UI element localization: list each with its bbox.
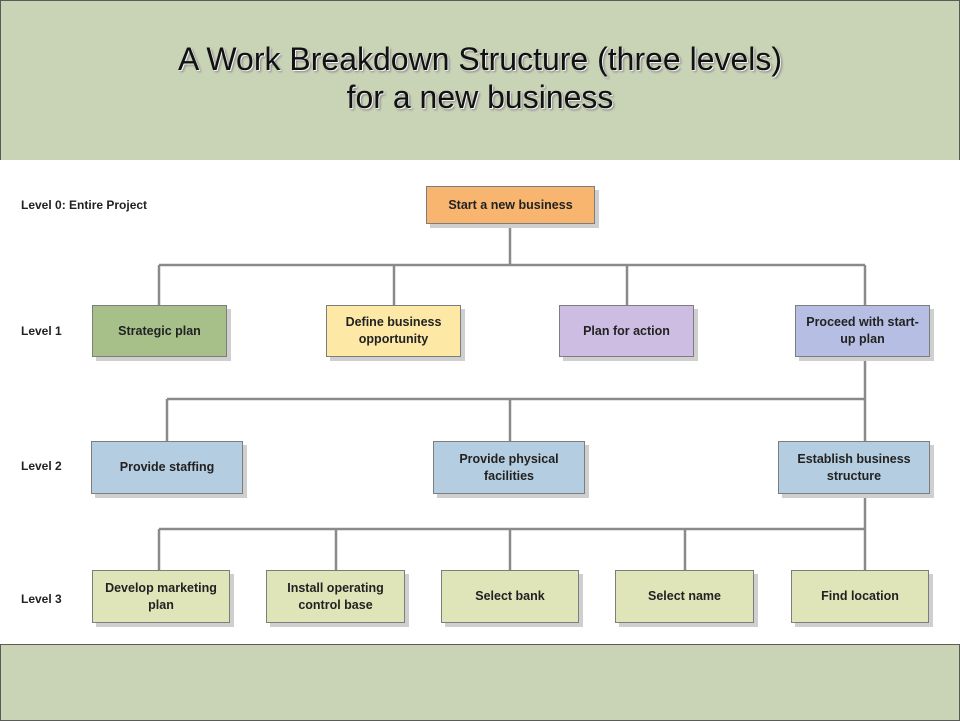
node-define-business-opportunity: Define business opportunity (326, 305, 461, 357)
level-3-label: Level 3 (21, 592, 62, 606)
wbs-diagram: Level 0: Entire Project Level 1 Level 2 … (0, 160, 960, 644)
node-develop-marketing-plan: Develop marketing plan (92, 570, 230, 623)
node-provide-staffing: Provide staffing (91, 441, 243, 494)
title-line-2: for a new business (346, 79, 614, 115)
level-1-label: Level 1 (21, 324, 62, 338)
node-select-bank: Select bank (441, 570, 579, 623)
connector-lines (157, 224, 867, 570)
node-install-operating-control-base: Install operating control base (266, 570, 405, 623)
node-select-name: Select name (615, 570, 754, 623)
title-banner (0, 0, 960, 161)
node-find-location: Find location (791, 570, 929, 623)
level-0-label: Level 0: Entire Project (21, 198, 148, 212)
level-2-label: Level 2 (21, 459, 62, 473)
footer-band (0, 644, 960, 721)
node-strategic-plan: Strategic plan (92, 305, 227, 357)
node-plan-for-action: Plan for action (559, 305, 694, 357)
node-proceed-with-start-up-plan: Proceed with start-up plan (795, 305, 930, 357)
slide-title: A Work Breakdown Structure (three levels… (0, 40, 960, 116)
title-line-1: A Work Breakdown Structure (three levels… (177, 41, 783, 77)
node-establish-business-structure: Establish business structure (778, 441, 930, 494)
node-start-a-new-business: Start a new business (426, 186, 595, 224)
node-provide-physical-facilities: Provide physical facilities (433, 441, 585, 494)
